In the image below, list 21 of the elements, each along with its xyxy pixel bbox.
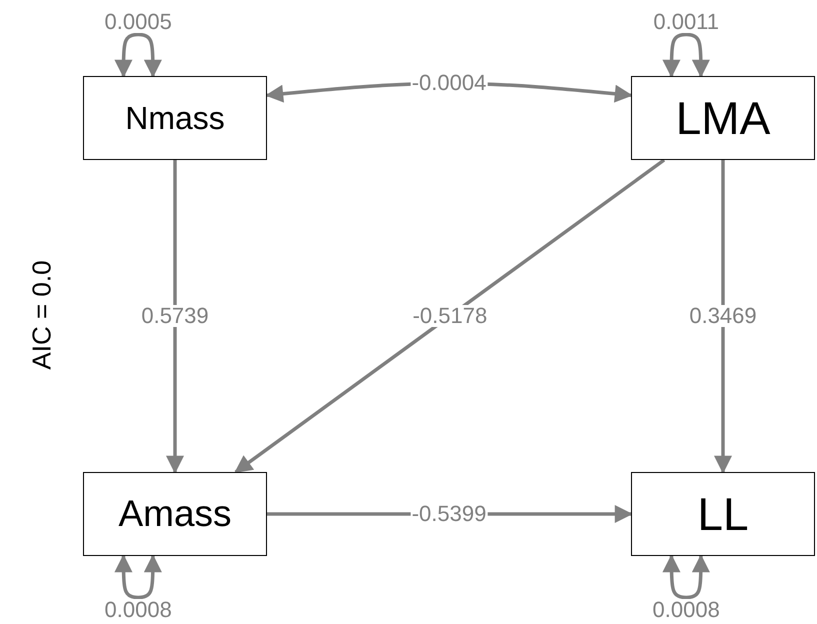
arrow (234, 158, 666, 474)
arrow (662, 32, 710, 78)
variable-name: LL (697, 487, 749, 541)
edge-label: 0.0011 (652, 11, 720, 33)
arrow (714, 160, 732, 474)
fit-statistic: AIC = 0.0 (26, 260, 58, 370)
edge-label: 0.0005 (104, 11, 173, 33)
edge-label: 0.3469 (688, 305, 758, 327)
variable-box (631, 76, 815, 160)
arrow (114, 554, 162, 600)
edge-label: -0.5178 (412, 305, 488, 327)
variable-name: Amass (118, 493, 232, 535)
variable-box (83, 472, 267, 556)
arrow (166, 160, 184, 474)
variable-box (631, 472, 815, 556)
arrow (662, 554, 710, 600)
arrow (114, 32, 162, 78)
variable-name: Nmass (125, 100, 225, 136)
variable-box (83, 76, 267, 160)
variable-name: LMA (676, 91, 770, 145)
edge-label: 0.5739 (140, 305, 210, 327)
